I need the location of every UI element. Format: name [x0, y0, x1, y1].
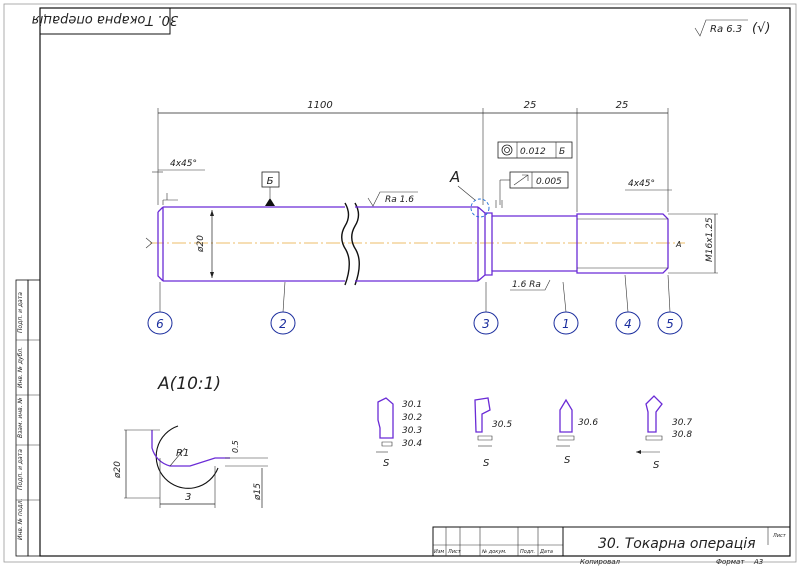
section-letter: A — [449, 168, 460, 186]
general-roughness-other: (√) — [752, 21, 770, 36]
side-stamp-2: Взам. инв. № — [17, 397, 24, 438]
svg-text:5: 5 — [666, 317, 674, 331]
svg-text:S: S — [653, 460, 660, 471]
dimensions: 1100 25 25 4x45° 4x45° Б Ra 1.6 A 0.012 … — [152, 100, 672, 291]
svg-text:30.7: 30.7 — [672, 418, 692, 428]
general-roughness: Ra 6.3 (√) — [694, 19, 770, 37]
tool-4: S 30.7 30.8 — [636, 395, 692, 471]
general-roughness-value: Ra 6.3 — [710, 24, 742, 35]
svg-text:А3: А3 — [753, 558, 763, 566]
tool-2: S 30.5 — [474, 397, 512, 469]
detail-depth: 0.5 — [231, 440, 240, 453]
svg-text:4: 4 — [624, 317, 632, 331]
svg-text:Подп.: Подп. — [520, 549, 535, 555]
svg-text:30.1: 30.1 — [402, 400, 422, 410]
svg-text:30.4: 30.4 — [402, 439, 422, 449]
break-line-left — [341, 202, 350, 286]
title-block: Изм Лист № докум. Подп. Дата 30. Токарна… — [432, 526, 791, 566]
diameter-label: ø20 — [196, 235, 206, 253]
shaft-drawing: ø20 M16x1.25 A — [145, 202, 718, 286]
svg-text:30.5: 30.5 — [492, 420, 512, 430]
surface-ra-small: 1.6 Ra — [512, 280, 541, 290]
detail-dia-inner: ø15 — [253, 483, 263, 501]
svg-text:Изм: Изм — [434, 549, 444, 555]
svg-text:S: S — [483, 458, 490, 469]
svg-text:30.2: 30.2 — [402, 413, 422, 423]
dim-length-mid: 25 — [524, 100, 537, 111]
svg-text:1: 1 — [562, 317, 570, 331]
callout-4: 4 — [615, 311, 641, 335]
detail-view: A(10:1) ø20 3 R1 0.5 ø15 — [113, 374, 268, 508]
detail-width: 3 — [185, 492, 191, 503]
detail-title: A(10:1) — [157, 374, 221, 394]
detail-dia-outer: ø20 — [113, 461, 123, 479]
callout-5: 5 — [657, 311, 683, 335]
thread-label: M16x1.25 — [705, 217, 715, 262]
svg-text:30.8: 30.8 — [672, 430, 692, 440]
chamfer-left: 4x45° — [170, 159, 197, 169]
callouts: 6 2 3 1 4 5 — [147, 311, 683, 335]
callout-3: 3 — [473, 311, 499, 335]
svg-text:Копировал: Копировал — [580, 558, 621, 566]
callout-1: 1 — [553, 311, 579, 335]
callout-leaders — [159, 274, 671, 313]
svg-text:Дата: Дата — [539, 549, 553, 555]
tol-runout-value: 0.005 — [536, 177, 562, 187]
datum-letter: Б — [267, 176, 274, 187]
side-stamp-4: Подп. и дата — [17, 292, 24, 333]
svg-text:30.3: 30.3 — [402, 426, 422, 436]
detail-radius: R1 — [176, 448, 189, 459]
side-stamp-3: Инв. № дубл. — [17, 347, 24, 388]
tol-circ-value: 0.012 — [520, 147, 546, 157]
side-stamp-0: Инв. № подл. — [17, 499, 24, 540]
svg-text:S: S — [564, 455, 571, 466]
svg-text:30.6: 30.6 — [578, 418, 598, 428]
chamfer-right: 4x45° — [628, 179, 655, 189]
callout-2: 2 — [270, 311, 296, 335]
svg-text:Лист: Лист — [772, 533, 787, 539]
side-stamp-1: Подп. и дата — [17, 449, 24, 490]
tol-circ-datum: Б — [559, 147, 565, 157]
thread-section — [576, 213, 669, 274]
surface-ra: Ra 1.6 — [385, 195, 414, 205]
drawing-frame — [39, 7, 791, 557]
dim-length-right: 25 — [616, 100, 629, 111]
svg-text:A: A — [675, 240, 681, 249]
svg-text:№ докум.: № докум. — [481, 549, 507, 555]
tool-1: S 30.1 30.2 30.3 30.4 — [376, 397, 422, 469]
svg-text:Формат: Формат — [716, 558, 745, 566]
top-stamp-title: 30. Токарна операція — [32, 12, 178, 27]
tool-3: S 30.6 — [556, 398, 598, 466]
svg-text:3: 3 — [482, 317, 490, 331]
dim-length-total: 1100 — [307, 100, 332, 111]
side-stamp: Инв. № подл. Подп. и дата Взам. инв. № И… — [15, 279, 41, 557]
break-line-right — [351, 202, 360, 286]
svg-text:Лист: Лист — [447, 549, 462, 555]
svg-text:2: 2 — [279, 317, 287, 331]
top-stamp: 30. Токарна операція — [32, 7, 178, 35]
svg-text:6: 6 — [156, 317, 164, 331]
callout-6: 6 — [147, 311, 173, 335]
operation-title: 30. Токарна операція — [598, 536, 756, 552]
svg-text:S: S — [383, 458, 390, 469]
